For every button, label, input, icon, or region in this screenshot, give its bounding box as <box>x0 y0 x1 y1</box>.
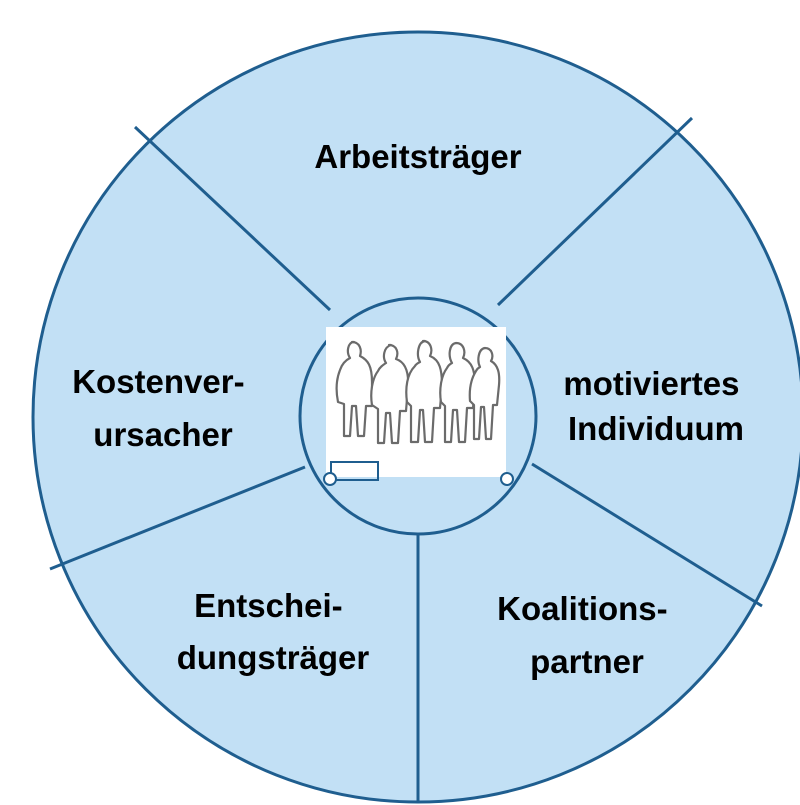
segment-label-left: Kostenver- ursacher <box>72 363 254 453</box>
segment-label-bottom-left: Entschei- dungsträger <box>177 587 370 676</box>
segment-label-bottom-left-line-1: Entschei- <box>194 587 343 624</box>
segment-label-bottom-right-line-2: partner <box>530 643 644 680</box>
segment-label-top-line-1: Arbeitsträger <box>314 138 521 175</box>
divider-top-right <box>496 116 694 307</box>
segment-label-left-line-2: ursacher <box>93 416 233 453</box>
segment-label-bottom-right: Koalitions- partner <box>497 590 677 680</box>
group-of-people-silhouette-icon <box>323 327 514 486</box>
divider-left <box>49 465 306 571</box>
segment-label-left-line-1: Kostenver- <box>72 363 244 400</box>
segment-label-right: motiviertes Individuum <box>563 365 748 447</box>
divider-right <box>531 462 763 608</box>
divider-top-left <box>133 125 332 312</box>
segment-label-right-line-2: Individuum <box>568 410 744 447</box>
segment-label-right-line-1: motiviertes <box>563 365 739 402</box>
segment-label-bottom-left-line-2: dungsträger <box>177 639 370 676</box>
segment-label-bottom-right-line-1: Koalitions- <box>497 590 668 627</box>
segment-label-top: Arbeitsträger <box>314 138 521 175</box>
